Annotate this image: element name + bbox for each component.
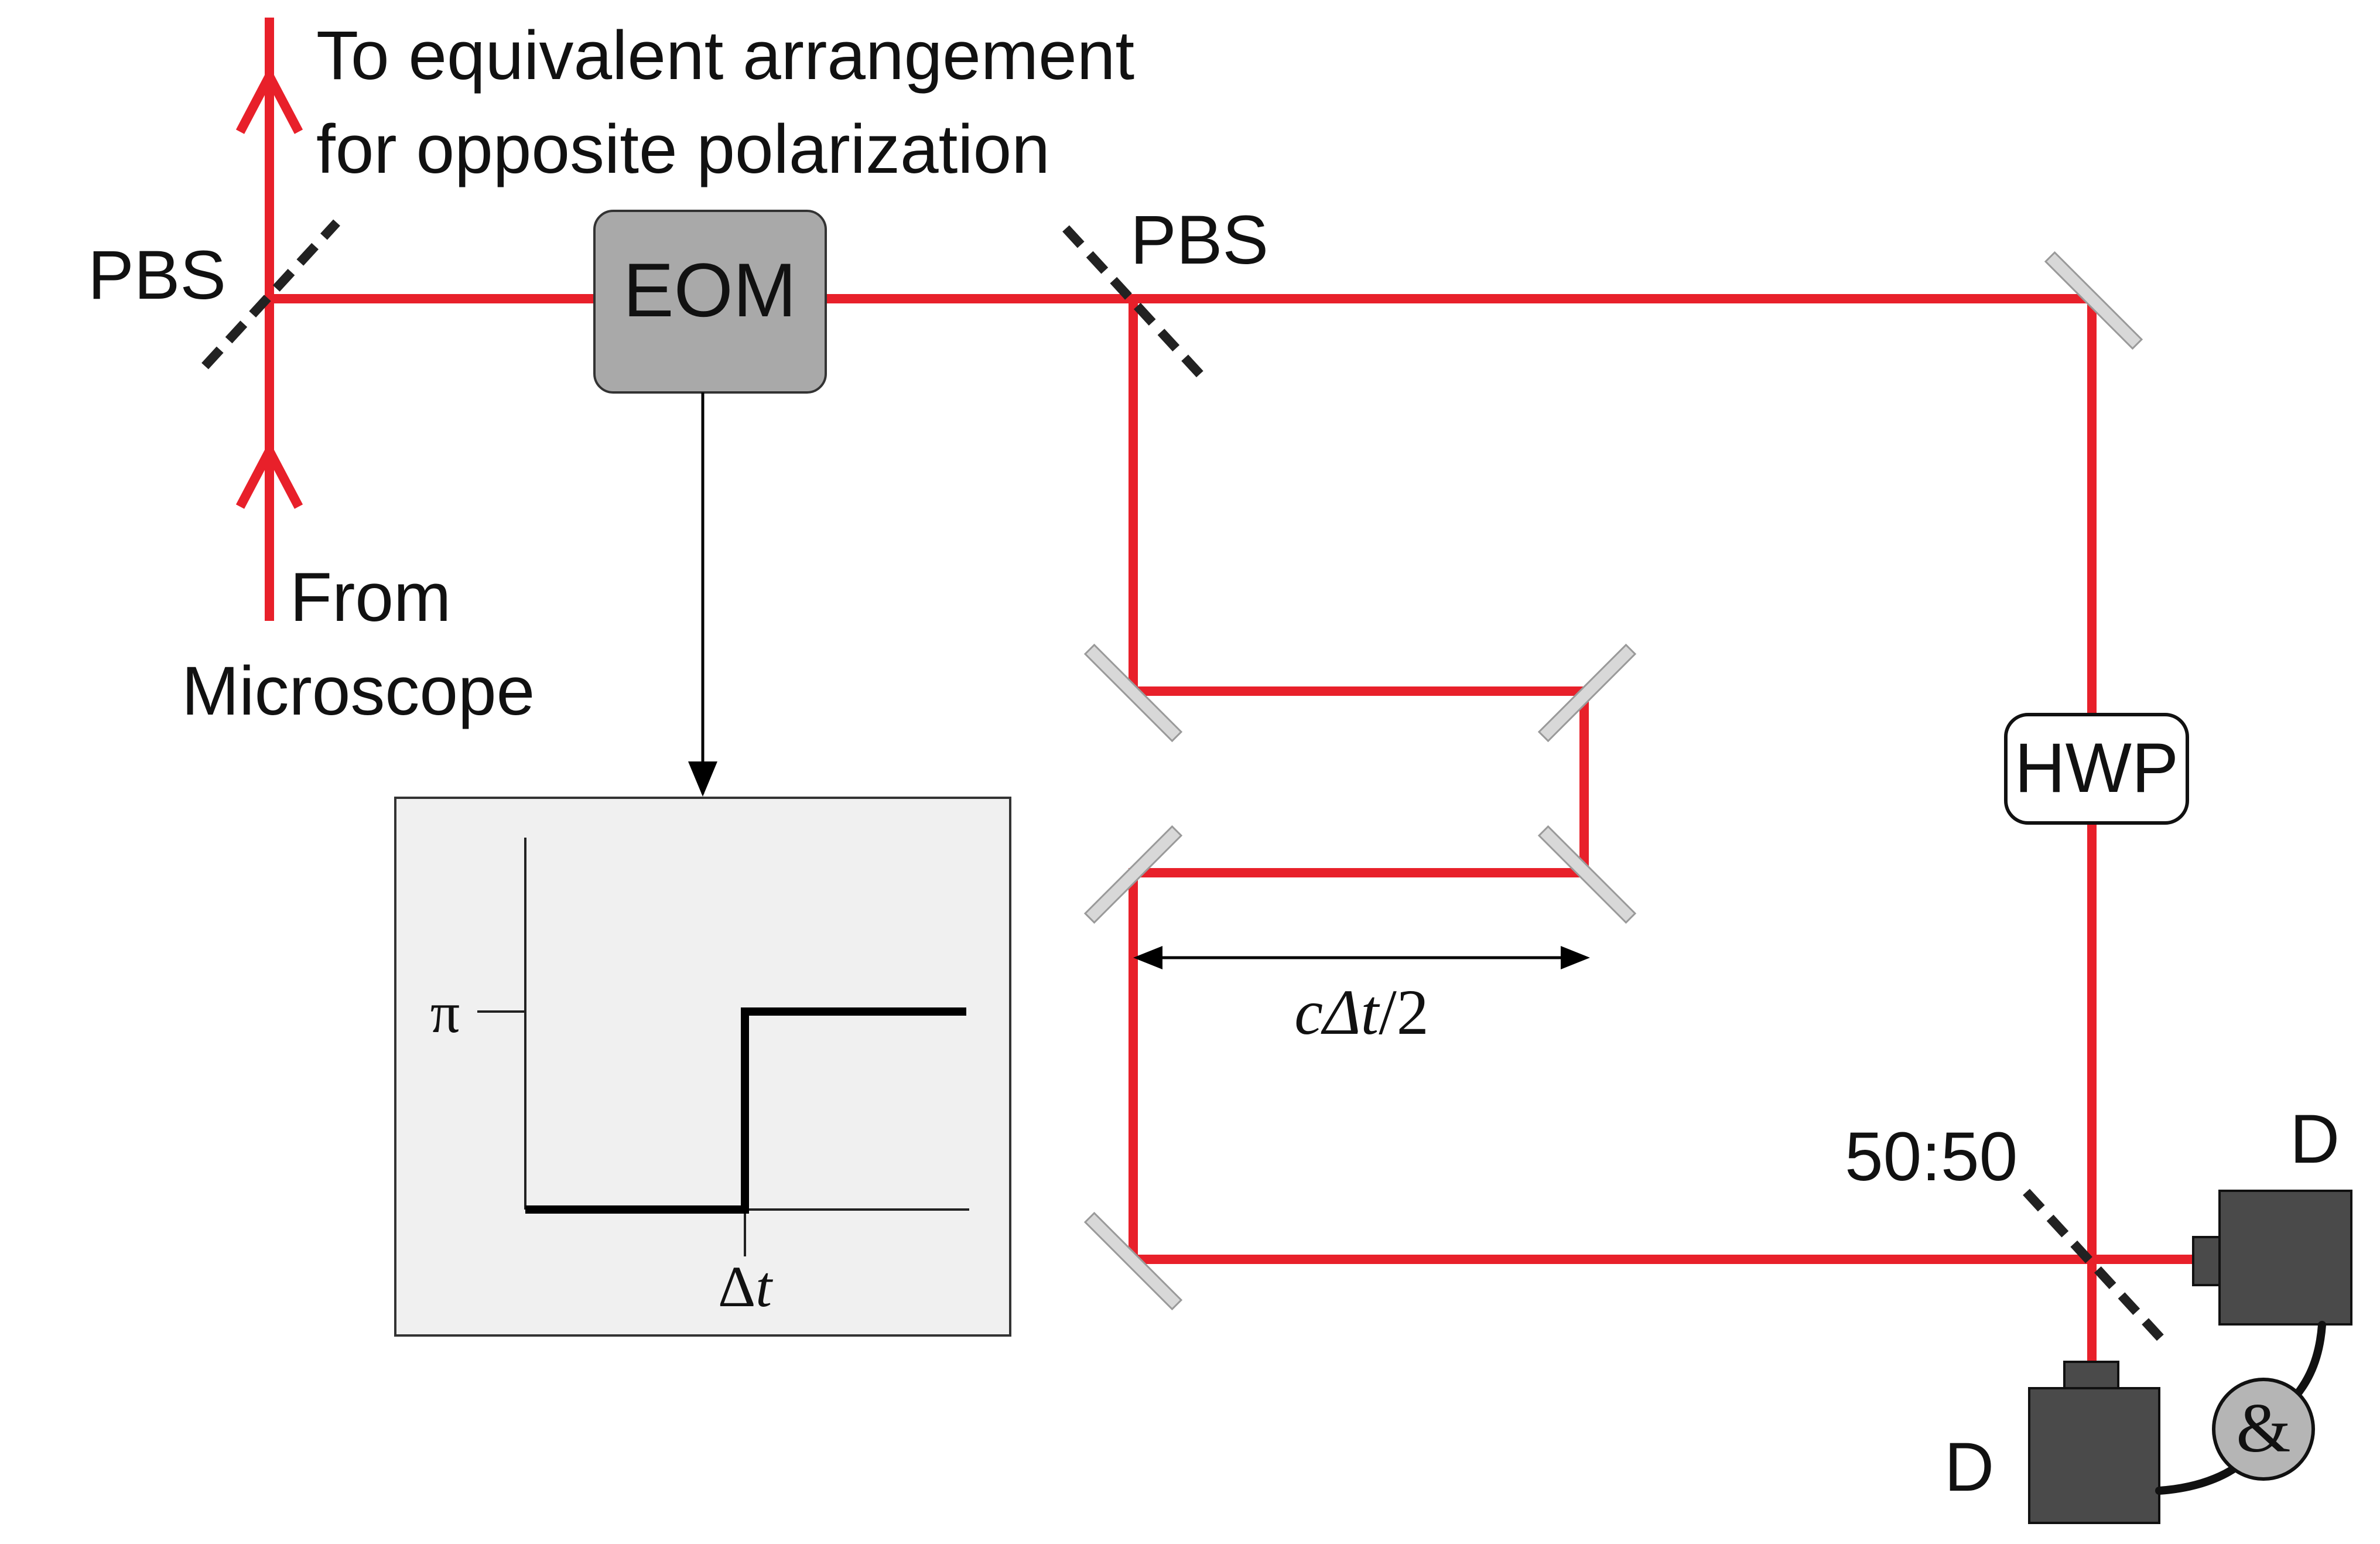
inset-y-tick-label: π (430, 980, 460, 1045)
output-label-line1: To equivalent arrangement (316, 17, 1134, 94)
delay-arrowhead-right (1561, 946, 1590, 969)
detector-bottom (2028, 1361, 2160, 1524)
delay-length-annotation: cΔt/2 (1133, 946, 1590, 1048)
delay-length-label: cΔt/2 (1294, 976, 1429, 1048)
mirror-delay-2 (1537, 643, 1637, 743)
eom-label: EOM (623, 247, 796, 333)
hwp-box (2004, 713, 2189, 825)
delay-label-c: c (1294, 976, 1323, 1048)
eom-signal-arrowhead (688, 761, 717, 797)
beam-delay-line (1129, 299, 2092, 1264)
hwp-label: HWP (2015, 729, 2179, 807)
detector-right-body (2218, 1190, 2352, 1326)
beam-splitters (201, 219, 2164, 1342)
beamsplitter-label: 50:50 (1845, 1118, 2017, 1195)
eom-box (593, 210, 827, 394)
inset-x-tick-t: t (755, 1254, 773, 1319)
text-labels: To equivalent arrangement for opposite p… (88, 17, 2340, 1506)
output-label-line2: for opposite polarization (316, 111, 1050, 188)
detector-right-label: D (2290, 1101, 2340, 1178)
detector-right (2192, 1190, 2352, 1326)
beam-direction-arrows (235, 66, 303, 509)
delay-arrowhead-left (1133, 946, 1162, 969)
phase-step-inset: π Δt (394, 797, 1011, 1337)
coincidence-circle (2212, 1378, 2315, 1481)
detector-right-nose (2192, 1236, 2222, 1286)
inset-x-tick-delta: Δ (718, 1254, 755, 1319)
eom-module: EOM (593, 210, 827, 394)
detector-bottom-body (2028, 1387, 2160, 1524)
detector-bottom-label: D (1944, 1429, 1994, 1506)
coincidence-label: & (2236, 1389, 2290, 1467)
mirror-top-right (2044, 251, 2143, 350)
arrow-up-bottom (235, 440, 303, 509)
pbs-left-splitter (201, 219, 340, 370)
inset-step-curve (525, 1007, 966, 1214)
from-label-line2: Microscope (182, 653, 535, 730)
mirror-delay-1 (1083, 643, 1183, 743)
detector-bottom-nose (2063, 1361, 2119, 1391)
delay-label-delta-t: Δt (1321, 976, 1380, 1048)
inset-x-tick-label: Δt (718, 1254, 773, 1319)
mirror-delay-4 (1083, 825, 1183, 924)
pbs-right-label: PBS (1130, 201, 1268, 279)
pbs-left-label: PBS (88, 237, 226, 314)
mirror-delay-3 (1537, 825, 1637, 924)
coincidence-unit: & (2212, 1378, 2315, 1481)
mirrors (1083, 251, 2143, 1311)
inset-frame (394, 797, 1011, 1337)
from-label-line1: From (290, 559, 451, 636)
mirror-bottom-left (1083, 1211, 1183, 1311)
delay-label-half: /2 (1379, 976, 1429, 1048)
arrow-up-top (235, 66, 303, 134)
hwp-module: HWP (2004, 713, 2189, 825)
